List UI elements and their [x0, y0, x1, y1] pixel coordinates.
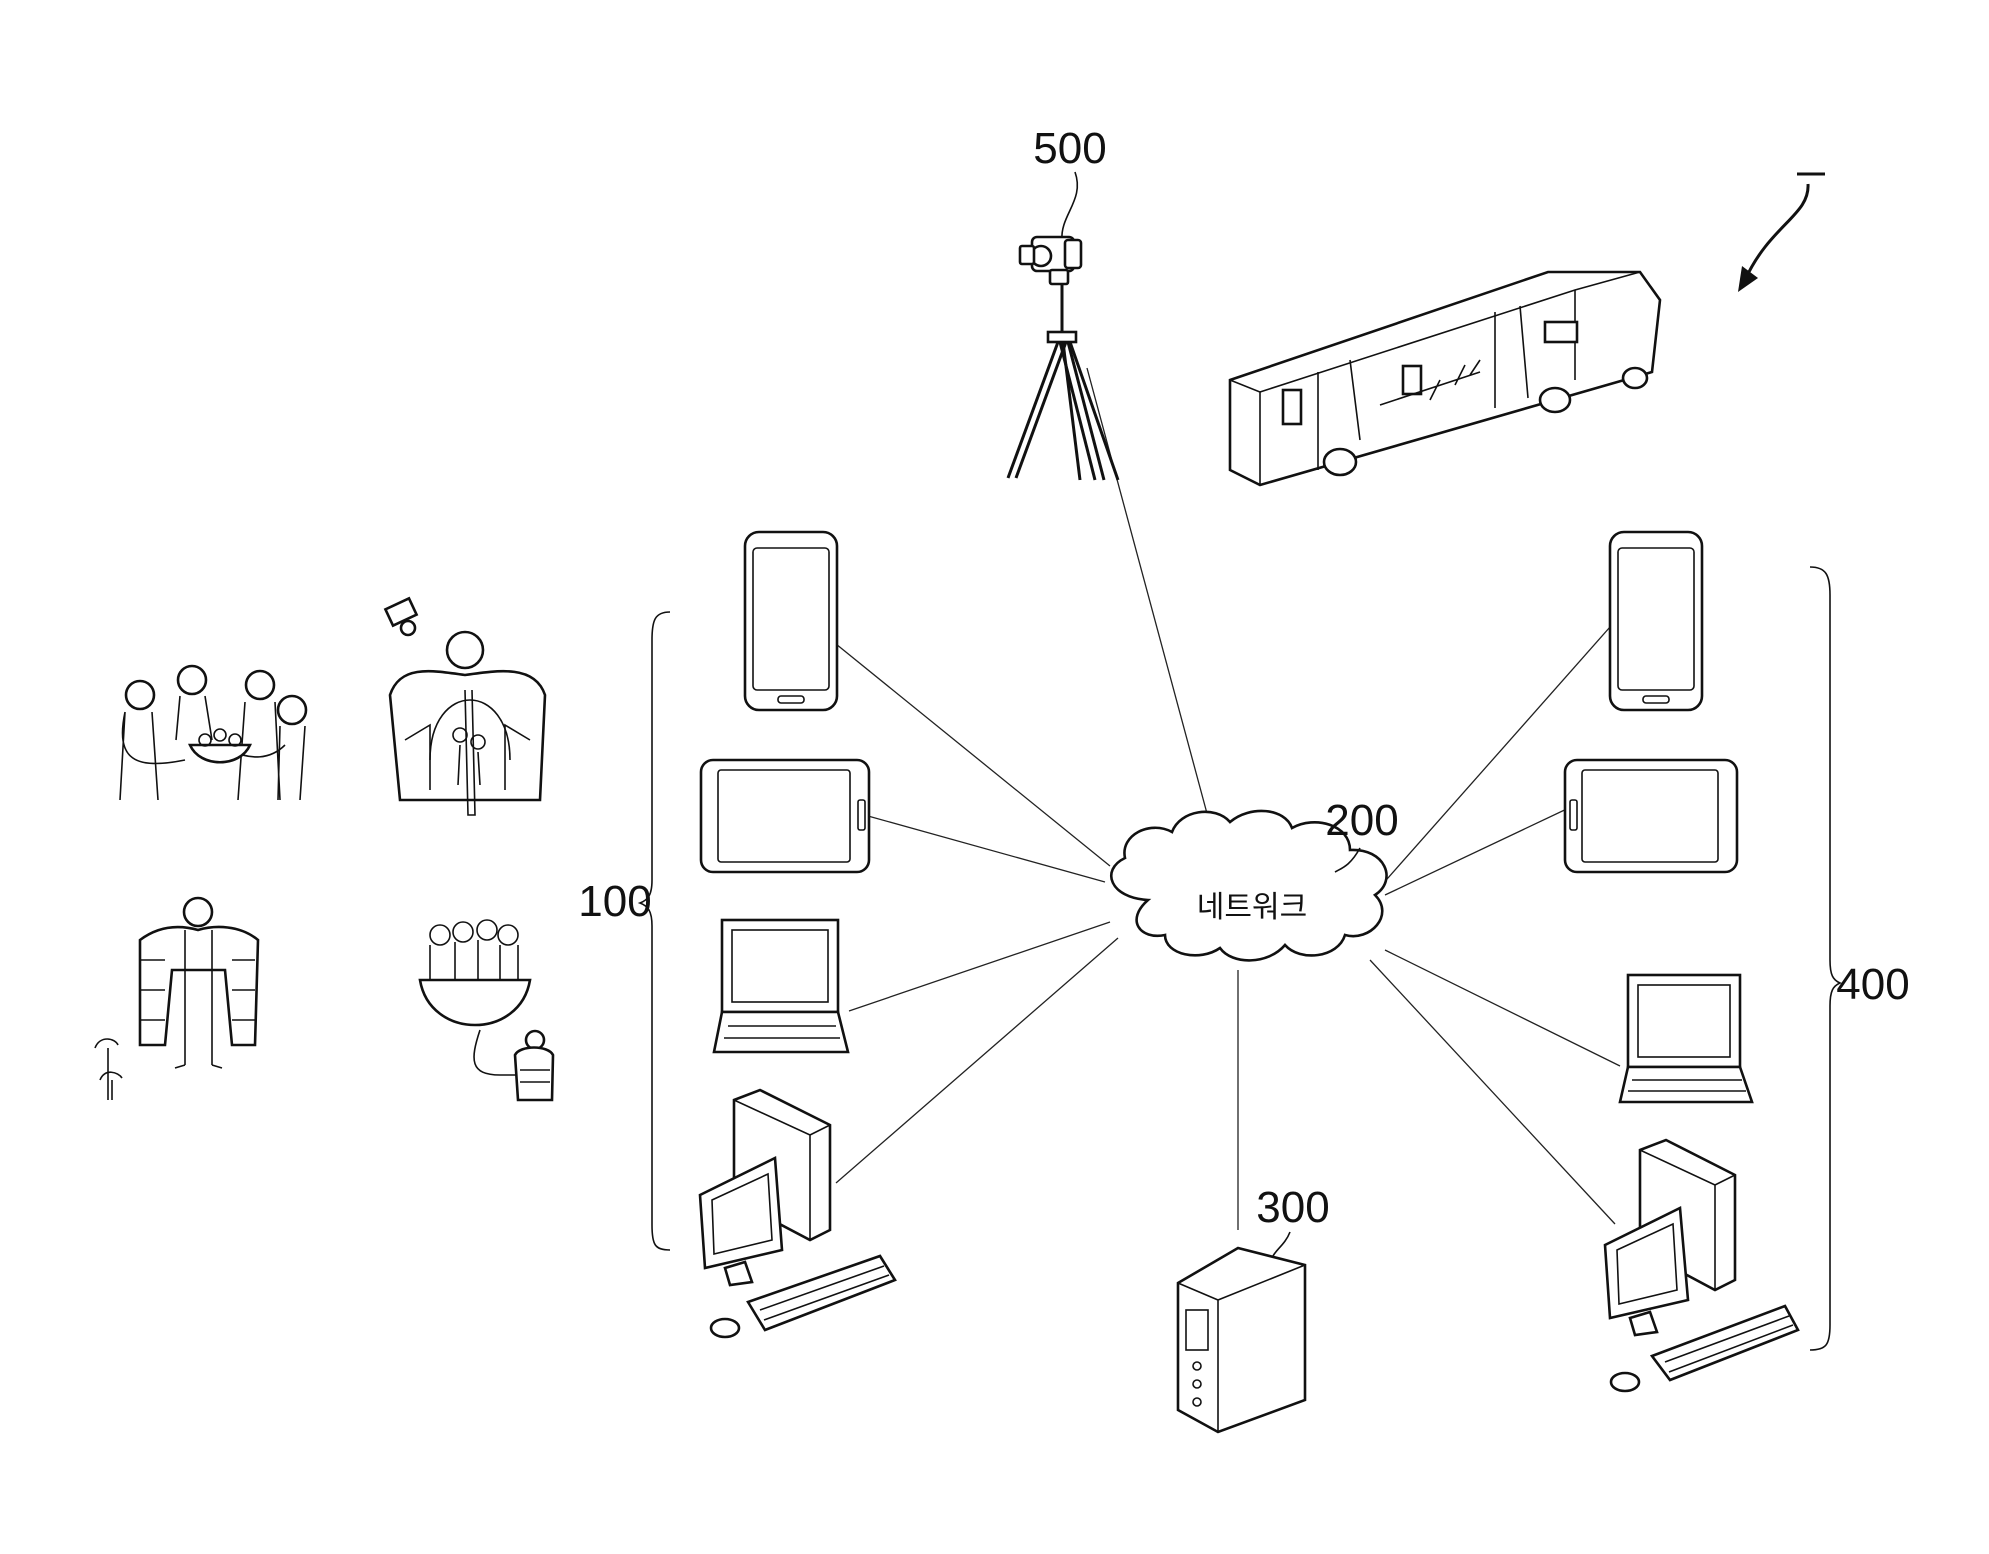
- family-group-illustration: [119, 664, 308, 801]
- link-right-tablet: [1384, 805, 1574, 896]
- link-right-laptop: [1384, 949, 1621, 1067]
- network-connections: [835, 367, 1621, 1230]
- link-left-laptop: [848, 921, 1111, 1012]
- user-desktop-computer-icon: [698, 1088, 897, 1339]
- system-arrow-head: [1738, 266, 1758, 292]
- user-laptop-icon: [712, 918, 850, 1054]
- provider-laptop-icon: [1618, 973, 1754, 1104]
- mobile-studio-bus-icon: [1228, 270, 1662, 487]
- brace-user-devices: [637, 611, 671, 1251]
- server-tower-icon: [1176, 1246, 1307, 1434]
- photographer-illustration: [383, 596, 547, 816]
- link-camera: [1086, 367, 1220, 859]
- label-camera: 500: [1033, 124, 1106, 173]
- leader-server: [1271, 1231, 1291, 1259]
- link-left-desktop: [835, 937, 1119, 1184]
- network-label: 네트워크: [1197, 890, 1307, 925]
- link-right-desktop: [1369, 959, 1616, 1225]
- leader-camera: [1061, 171, 1079, 241]
- label-network: 200: [1325, 796, 1398, 845]
- label-provider-devices: 400: [1836, 960, 1909, 1009]
- provider-desktop-computer-icon: [1603, 1138, 1800, 1393]
- link-right-phone: [1379, 626, 1611, 888]
- fashion-figure-illustration: [94, 896, 260, 1100]
- label-user-devices: 100: [578, 877, 651, 926]
- brace-provider-devices: [1809, 566, 1843, 1351]
- link-left-phone: [835, 643, 1111, 867]
- leader-network: [1334, 847, 1361, 873]
- system-arrow: [1743, 183, 1810, 281]
- link-left-tablet: [867, 815, 1106, 883]
- camera-tripod-icon: [1006, 235, 1120, 481]
- label-server: 300: [1256, 1183, 1329, 1232]
- group-in-hand-illustration: [418, 919, 555, 1102]
- user-tablet-icon: [699, 758, 871, 874]
- user-smartphone-icon: [743, 530, 839, 712]
- network-cloud: 네트워크: [1110, 809, 1388, 962]
- provider-smartphone-icon: [1608, 530, 1704, 712]
- provider-tablet-icon: [1563, 758, 1739, 874]
